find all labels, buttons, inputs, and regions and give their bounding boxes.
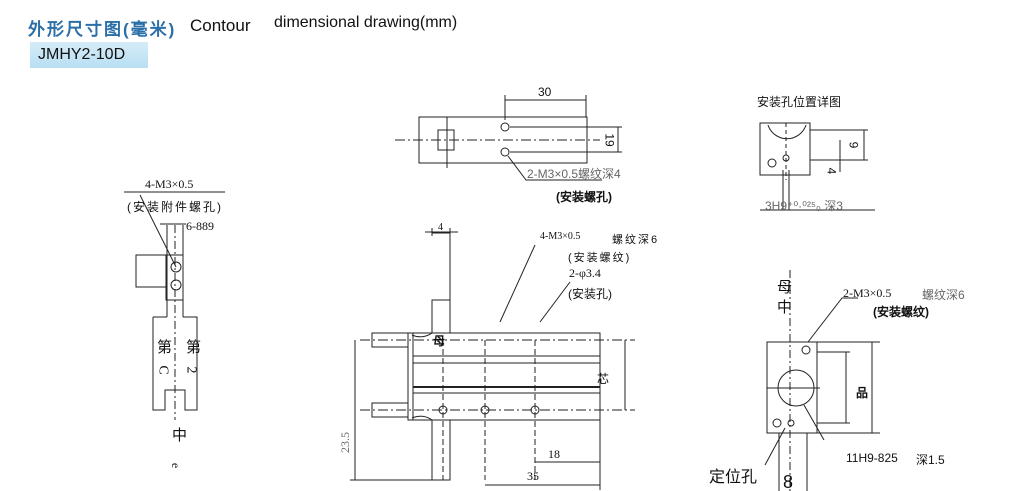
side-char-2: 第 bbox=[186, 340, 202, 356]
title-chinese: 外形尺寸图(毫米) bbox=[28, 20, 177, 39]
side-char-6: e bbox=[169, 462, 184, 469]
end-locating-hole: 定位孔 bbox=[709, 469, 758, 486]
end-mark-mother: 母 bbox=[777, 280, 793, 296]
side-dim-label: 6-889 bbox=[186, 219, 214, 233]
detail-dim-a: 9 bbox=[846, 141, 861, 149]
front-dim-35: 35 bbox=[527, 469, 539, 483]
end-mark-product: 品 bbox=[856, 386, 869, 400]
title-english: Contour bbox=[190, 16, 251, 35]
end-view-drawing bbox=[764, 270, 880, 491]
detail-hole-label: 3H9⁺⁰·⁰²⁵₀ 深3 bbox=[765, 199, 843, 213]
front-dim-top: 4 bbox=[438, 222, 443, 233]
top-thread-note: (安装螺孔) bbox=[556, 190, 612, 204]
top-thread-label: 2-M3×0.5螺纹深4 bbox=[527, 167, 621, 181]
end-thread-depth: 螺纹深6 bbox=[922, 288, 965, 302]
side-char-4: 2 bbox=[183, 366, 199, 374]
front-mark-core: 芯 bbox=[597, 372, 610, 386]
top-view-drawing bbox=[395, 95, 622, 181]
end-hole-label: 11H9-825 bbox=[846, 451, 898, 465]
front-mark-mother: 母 bbox=[433, 334, 446, 348]
front-hole-note: (安装孔) bbox=[568, 287, 612, 301]
front-thread-note: (安装螺纹) bbox=[568, 252, 632, 264]
side-char-3: C bbox=[155, 365, 171, 375]
front-thread-depth: 螺纹深6 bbox=[612, 234, 660, 246]
side-char-5: 中 bbox=[172, 428, 188, 444]
end-mark-8: 8 bbox=[783, 472, 794, 491]
front-dim-height: 23.5 bbox=[338, 432, 352, 453]
front-view-drawing bbox=[350, 228, 635, 490]
side-view-drawing bbox=[124, 191, 225, 420]
side-thread-note: (安装附件螺孔) bbox=[127, 200, 223, 214]
end-hole-depth: 深1.5 bbox=[916, 453, 945, 467]
end-thread-label: 2-M3×0.5 bbox=[843, 286, 892, 300]
top-dim-width: 30 bbox=[538, 85, 552, 99]
detail-view-drawing bbox=[759, 122, 875, 211]
model-badge: JMHY2-10D bbox=[30, 42, 148, 68]
detail-dim-b: 4 bbox=[824, 167, 839, 175]
title-english-2: dimensional drawing(mm) bbox=[274, 14, 458, 31]
front-dim-18: 18 bbox=[548, 447, 560, 461]
front-hole-label: 2-φ3.4 bbox=[569, 266, 601, 280]
detail-view-title: 安装孔位置详图 bbox=[757, 95, 842, 109]
side-char-1: 第 bbox=[157, 340, 173, 356]
front-thread-label: 4-M3×0.5 bbox=[540, 231, 581, 242]
side-thread-label: 4-M3×0.5 bbox=[145, 177, 194, 191]
top-dim-height: 19 bbox=[602, 133, 617, 147]
end-mark-mid: 中 bbox=[777, 300, 793, 316]
end-thread-note: (安装螺纹) bbox=[873, 305, 929, 319]
